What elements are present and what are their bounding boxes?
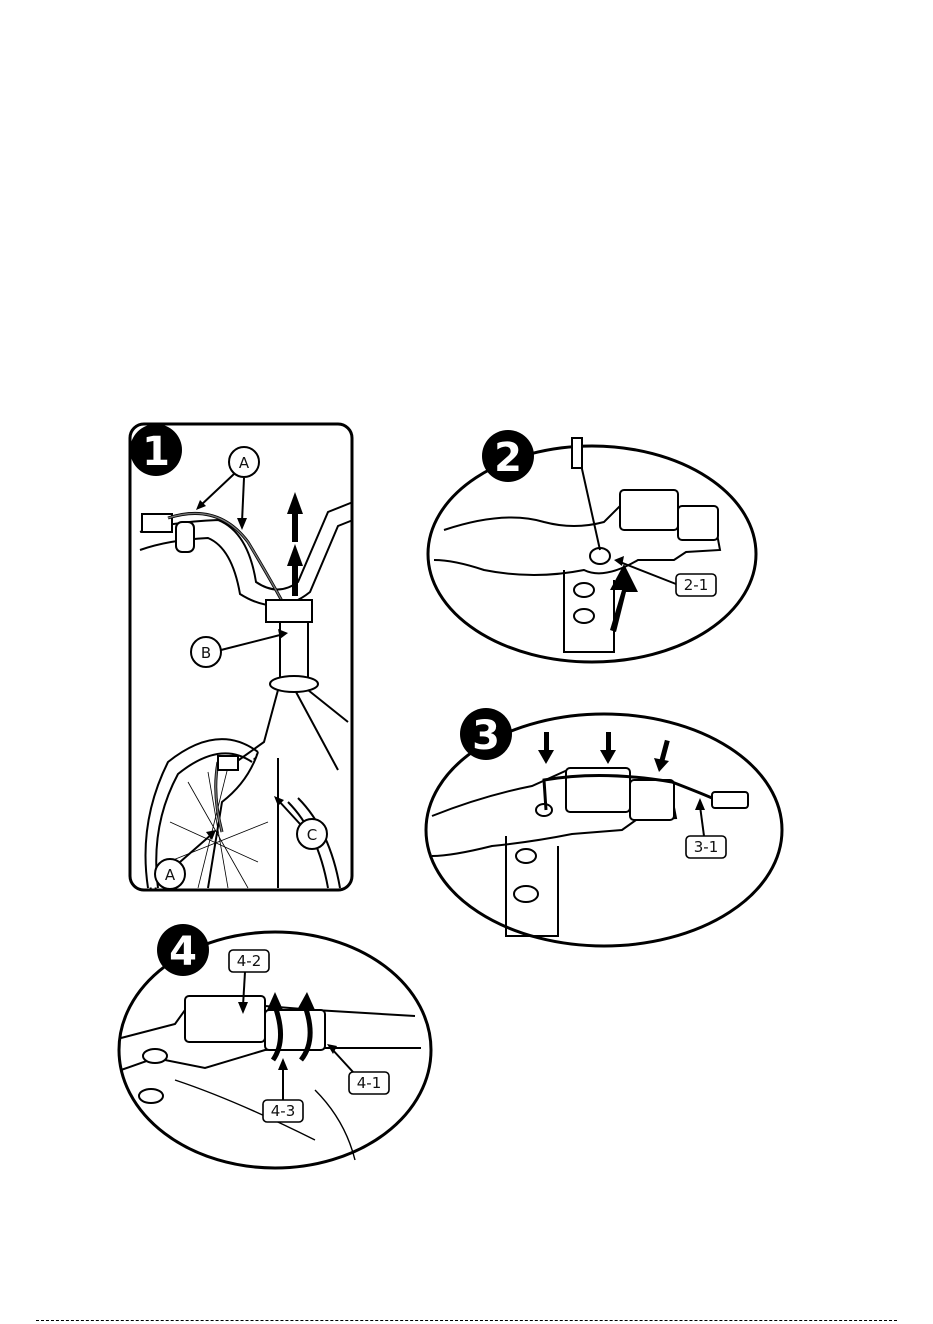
step-2-illustration: 2-1 2 bbox=[424, 430, 760, 666]
callout-4-2: 4-2 bbox=[237, 952, 262, 970]
step-4-number: 4 bbox=[169, 929, 197, 975]
callout-2-1: 2-1 bbox=[684, 576, 709, 594]
step-3-number: 3 bbox=[472, 713, 500, 759]
step-3-illustration: 3-1 3 bbox=[422, 706, 786, 950]
callout-3-1: 3-1 bbox=[694, 838, 719, 856]
callout-4-3: 4-3 bbox=[271, 1102, 296, 1120]
label-c: C bbox=[307, 826, 317, 844]
label-b: B bbox=[201, 644, 211, 662]
label-a-bottom: A bbox=[165, 866, 176, 884]
callout-4-1: 4-1 bbox=[357, 1074, 382, 1092]
page-bottom-rule bbox=[36, 1320, 897, 1321]
label-a-top: A bbox=[239, 454, 250, 472]
step-2-number: 2 bbox=[494, 435, 522, 481]
step-1-illustration: A B C A 1 bbox=[128, 422, 368, 902]
step-1-number: 1 bbox=[142, 429, 170, 475]
step-4-illustration: 4-2 4-3 4-1 4 bbox=[115, 920, 435, 1174]
